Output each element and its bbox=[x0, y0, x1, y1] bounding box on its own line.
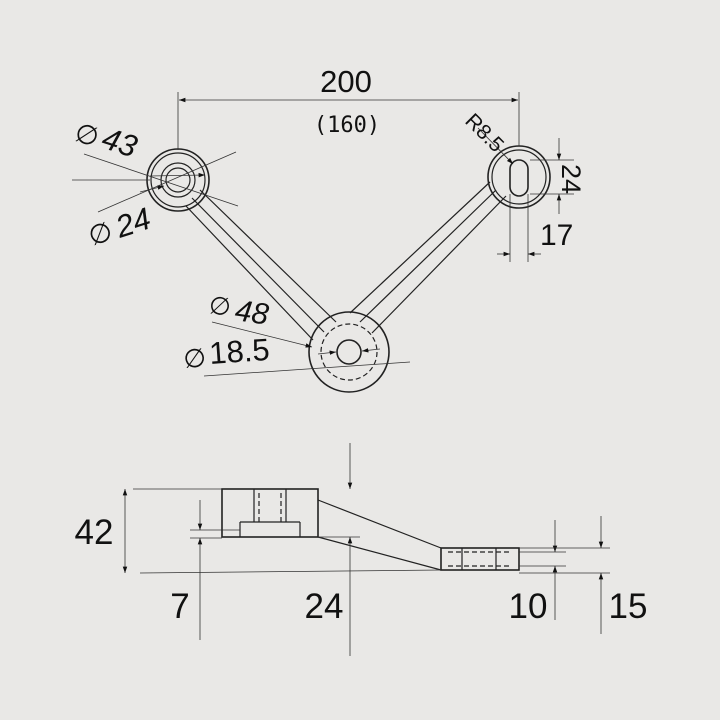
left-outer-dia-symbol: ∅ bbox=[71, 117, 103, 153]
dim-slot: 24 17 bbox=[497, 138, 586, 262]
center-outer-dia-label: 48 bbox=[233, 294, 271, 331]
end-15-label: 15 bbox=[609, 587, 648, 626]
depth-24-label: 24 bbox=[305, 587, 344, 626]
end-10-label: 10 bbox=[509, 587, 548, 626]
dim-span: 200 (160) bbox=[177, 64, 520, 150]
dim-depth-24: 24 bbox=[305, 443, 360, 656]
height-label: 42 bbox=[75, 513, 114, 552]
center-hub bbox=[308, 311, 390, 393]
left-inner-dia-symbol: ∅ bbox=[85, 216, 117, 252]
side-arm bbox=[317, 499, 442, 571]
span-label: 200 bbox=[320, 64, 372, 99]
dim-offset-7: 7 bbox=[170, 500, 240, 640]
side-block-left bbox=[221, 488, 319, 538]
dim-center-inner: ∅ 18.5 bbox=[182, 332, 411, 377]
slot-radius-label: R8.5 bbox=[460, 109, 508, 157]
right-hub bbox=[487, 145, 551, 209]
left-outer-dia-label: 43 bbox=[98, 120, 142, 164]
left-inner-dia-label: 24 bbox=[110, 201, 155, 245]
slot-width-label: 17 bbox=[540, 219, 573, 252]
left-hub bbox=[146, 148, 210, 212]
dim-slot-radius: R8.5 bbox=[460, 109, 514, 165]
dim-end-10: 10 bbox=[509, 520, 566, 626]
center-outer-dia-symbol: ∅ bbox=[207, 291, 232, 322]
arm-right bbox=[349, 181, 507, 334]
offset-7-label: 7 bbox=[170, 587, 189, 626]
top-view: 200 (160) R8.5 ∅ 43 ∅ 24 bbox=[71, 64, 586, 393]
dim-center-outer: ∅ 48 bbox=[207, 291, 313, 348]
dim-height: 42 bbox=[75, 488, 442, 574]
center-inner-dia-label: 18.5 bbox=[208, 332, 271, 371]
span-alt-label: (160) bbox=[314, 113, 380, 138]
arm-left bbox=[185, 189, 337, 341]
slot-height-label: 24 bbox=[556, 164, 586, 194]
dim-end-15: 15 bbox=[519, 516, 647, 634]
center-inner-dia-symbol: ∅ bbox=[182, 342, 207, 374]
side-block-right bbox=[440, 547, 520, 571]
side-view: 42 7 24 10 bbox=[75, 443, 647, 656]
